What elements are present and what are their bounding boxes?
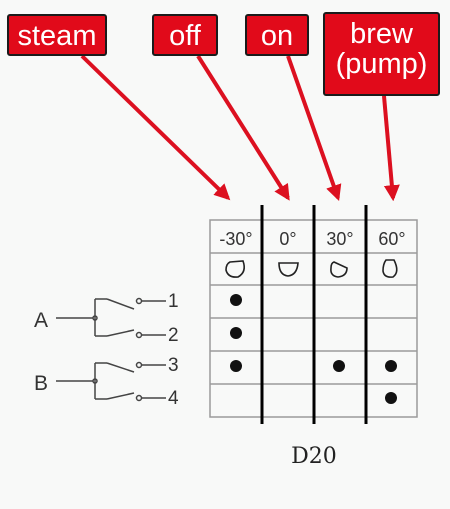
terminal-label-3: 3	[168, 355, 179, 376]
angle-label: 60°	[378, 229, 405, 249]
contact-dot	[230, 327, 242, 339]
on-callout-label: on	[260, 20, 294, 52]
off-callout-label: off	[169, 20, 201, 52]
angle-label: 0°	[279, 229, 296, 249]
steam-callout-label: steam	[17, 20, 97, 52]
brew-callout-line2: (pump)	[335, 48, 428, 80]
callout-arrows	[80, 54, 400, 202]
switch-b-schematic	[56, 361, 166, 402]
terminal-label-1: 1	[168, 291, 179, 312]
switch-a-label: A	[34, 309, 48, 332]
contact-dots	[230, 294, 397, 404]
cam-lobe-icon-down	[278, 262, 299, 277]
on-arrow	[286, 55, 342, 202]
off-callout: off	[152, 14, 218, 56]
contact-dot	[333, 360, 345, 372]
position-lines	[260, 205, 368, 424]
angle-label: -30°	[219, 229, 252, 249]
terminal-label-2: 2	[168, 325, 179, 346]
cam-lobe-icon-left	[225, 260, 245, 278]
steam-arrow	[80, 54, 231, 201]
switch-a-schematic	[56, 297, 166, 339]
brew-callout: brew(pump)	[323, 12, 440, 96]
steam-callout: steam	[7, 14, 107, 56]
brew-arrow	[382, 95, 400, 202]
contact-dot	[385, 392, 397, 404]
off-arrow	[196, 54, 290, 201]
terminal-label-4: 4	[168, 388, 179, 409]
contact-dot	[230, 294, 242, 306]
on-callout: on	[245, 14, 309, 56]
cam-lobe-icon-up	[382, 259, 398, 278]
angle-label: 30°	[326, 229, 353, 249]
contact-dot	[385, 360, 397, 372]
switch-b-label: B	[34, 372, 48, 395]
contact-dot	[230, 360, 242, 372]
cam-lobe-icon-right	[330, 261, 348, 278]
brew-callout-line1: brew	[350, 18, 413, 50]
diagram-caption: D20	[291, 444, 337, 469]
